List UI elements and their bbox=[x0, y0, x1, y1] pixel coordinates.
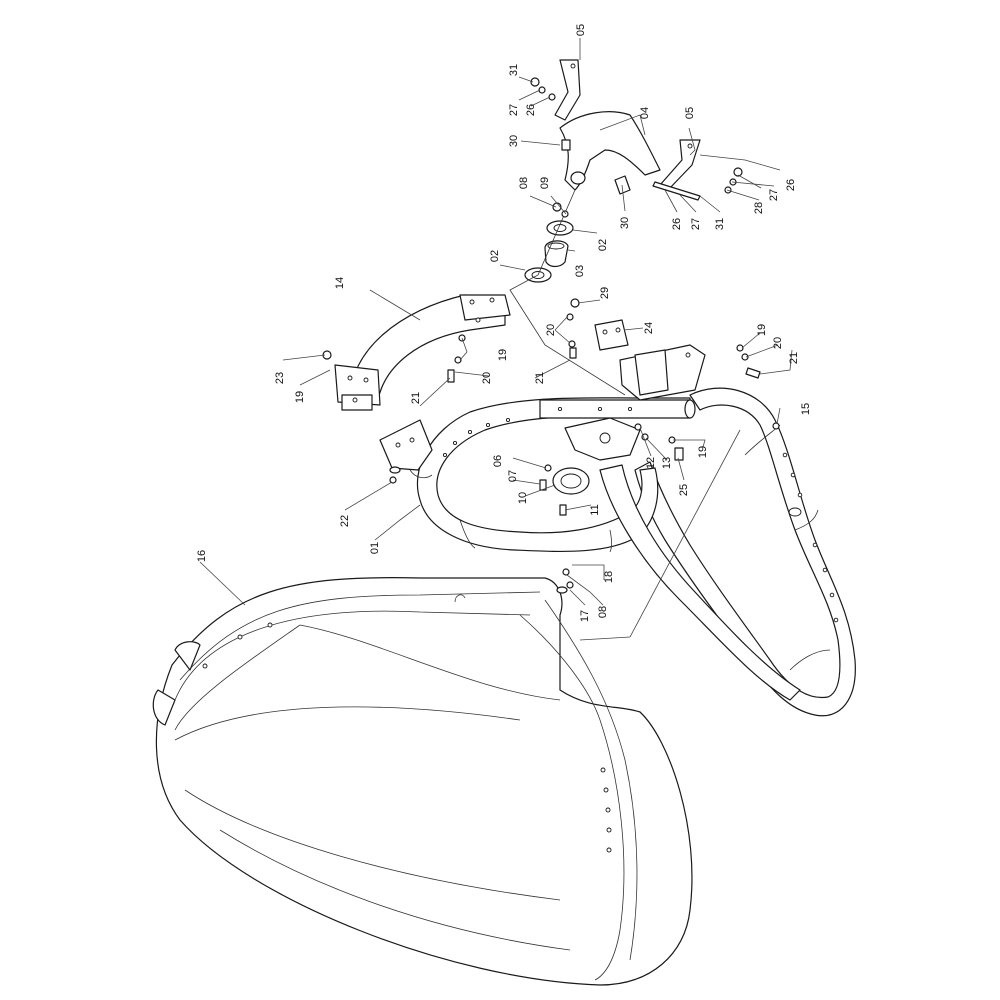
right-bracket bbox=[594, 319, 706, 401]
seat-cushion bbox=[152, 577, 693, 986]
callout-22: 22 bbox=[339, 515, 351, 527]
callout-02-right: 02 bbox=[597, 239, 609, 251]
callout-09: 09 bbox=[539, 177, 551, 189]
main-frame bbox=[416, 397, 801, 701]
callout-24: 24 bbox=[643, 322, 655, 334]
callout-15: 15 bbox=[800, 403, 812, 415]
callout-21-center: 21 bbox=[534, 372, 546, 384]
callout-31-top: 31 bbox=[508, 64, 520, 76]
callout-03: 03 bbox=[574, 265, 586, 277]
callout-21-right: 21 bbox=[788, 352, 800, 364]
callout-30-mid: 30 bbox=[619, 217, 631, 229]
callout-05-right: 05 bbox=[684, 107, 696, 119]
callout-13: 13 bbox=[661, 457, 673, 469]
leader-lines bbox=[199, 38, 793, 641]
callout-06: 06 bbox=[492, 455, 504, 467]
callout-25: 25 bbox=[678, 484, 690, 496]
callout-17: 17 bbox=[579, 610, 591, 622]
callout-21-left: 21 bbox=[410, 392, 422, 404]
left-bracket bbox=[334, 294, 511, 479]
callout-12: 12 bbox=[645, 457, 657, 469]
callout-10: 10 bbox=[517, 492, 529, 504]
callout-07: 07 bbox=[507, 470, 519, 482]
callout-08-bottom: 08 bbox=[597, 606, 609, 618]
callout-01: 01 bbox=[369, 542, 381, 554]
callout-26-right: 26 bbox=[785, 179, 797, 191]
callout-27-mid: 27 bbox=[690, 218, 702, 230]
right-handle-tube bbox=[634, 387, 856, 717]
callout-04: 04 bbox=[639, 107, 651, 119]
callout-19-lower-right: 19 bbox=[697, 446, 709, 458]
callout-18: 18 bbox=[603, 571, 615, 583]
callout-26-mid: 26 bbox=[671, 218, 683, 230]
callouts: 05 31 27 26 30 04 05 26 27 28 31 27 26 3… bbox=[196, 24, 812, 622]
callout-16: 16 bbox=[196, 550, 208, 562]
callout-20-right: 20 bbox=[772, 337, 784, 349]
callout-20-center: 20 bbox=[545, 324, 557, 336]
callout-29: 29 bbox=[599, 287, 611, 299]
callout-19-far-left: 19 bbox=[294, 391, 306, 403]
callout-30-top: 30 bbox=[508, 135, 520, 147]
callout-02-left: 02 bbox=[489, 250, 501, 262]
callout-19-right: 19 bbox=[756, 324, 768, 336]
callout-27-top: 27 bbox=[508, 104, 520, 116]
callout-20-left: 20 bbox=[481, 372, 493, 384]
callout-28: 28 bbox=[753, 202, 765, 214]
callout-08-top: 08 bbox=[518, 177, 530, 189]
upper-mount bbox=[509, 59, 701, 396]
callout-05-top: 05 bbox=[575, 24, 587, 36]
callout-19-left-upper: 19 bbox=[497, 349, 509, 361]
callout-14: 14 bbox=[334, 277, 346, 289]
callout-26-top: 26 bbox=[525, 104, 537, 116]
callout-31-right: 31 bbox=[714, 218, 726, 230]
callout-11: 11 bbox=[589, 504, 601, 515]
hardware bbox=[322, 77, 780, 594]
callout-23: 23 bbox=[274, 372, 286, 384]
callout-27-right: 27 bbox=[768, 189, 780, 201]
